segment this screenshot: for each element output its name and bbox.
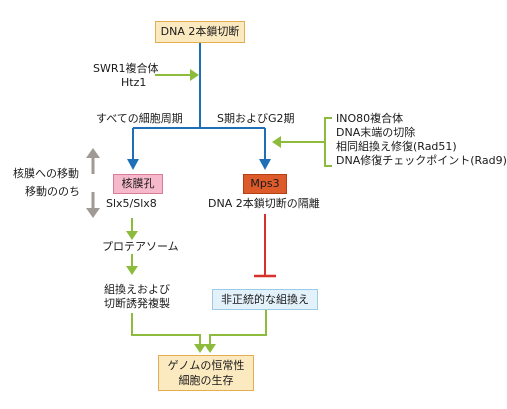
recomb-to-outcome (131, 313, 201, 345)
green-arrows (131, 74, 325, 345)
noncanonical-to-outcome (209, 310, 267, 345)
nuclear-pore-box: 核膜孔 (113, 174, 163, 194)
blue-arrowhead-left (127, 159, 139, 170)
outcome-arrowhead-left (194, 344, 206, 353)
move-to-label: 核膜への移動 (13, 167, 79, 180)
ino80-line2: DNA末端の切除 (336, 126, 416, 139)
ino80-arrowhead (272, 136, 281, 148)
swr1-arrowhead (190, 69, 199, 81)
blue-arrowhead-right (259, 159, 271, 170)
dsb-label: DNA 2本鎖切断 (160, 25, 240, 38)
outcome-box: ゲノムの恒常性 細胞の生存 (158, 355, 254, 391)
ino80-line1: INO80複合体 (336, 112, 404, 125)
outcome-line2: 細胞の生存 (178, 374, 234, 387)
noncanonical-label: 非正統的な組換え (221, 293, 309, 306)
outcome-line1: ゲノムの恒常性 (167, 359, 245, 372)
mps3-box: Mps3 (243, 174, 287, 194)
proteasome-label: プロテアソーム (102, 240, 179, 253)
ino80-line4: DNA修復チェックポイント(Rad9) (336, 154, 507, 167)
recomb-line1: 組換えおよび (104, 283, 170, 296)
swr1-line1: SWR1複合体 (93, 62, 159, 75)
move-after-label: 移動ののち (25, 185, 80, 198)
proteasome-arrowhead (126, 231, 138, 240)
nuclear-pore-label: 核膜孔 (121, 177, 155, 190)
recomb-arrowhead (126, 266, 138, 275)
dsb-box: DNA 2本鎖切断 (155, 21, 245, 43)
ino80-line3: 相同組換え修復(Rad51) (336, 140, 457, 153)
all-phases-label: すべての細胞周期 (96, 112, 183, 125)
slx-label: Slx5/Slx8 (106, 197, 157, 210)
swr1-label: SWR1複合体 Htz1 (93, 62, 159, 90)
mps3-label: Mps3 (250, 177, 280, 190)
gray-up-arrowhead (86, 148, 100, 158)
noncanonical-box: 非正統的な組換え (212, 289, 318, 310)
outcome-arrowhead-right (204, 344, 216, 353)
recomb-label: 組換えおよび 切断誘発複製 (104, 283, 170, 311)
ino80-label: INO80複合体 DNA末端の切除 相同組換え修復(Rad51) DNA修復チェ… (336, 112, 507, 168)
ino80-bracket (324, 117, 332, 167)
s-g2-label: S期およびG2期 (217, 112, 295, 125)
recomb-line2: 切断誘発複製 (104, 297, 170, 310)
gray-down-arrowhead (86, 208, 100, 218)
blue-arrows (132, 43, 266, 160)
swr1-line2: Htz1 (121, 76, 147, 89)
sequester-label: DNA 2本鎖切断の隔離 (208, 197, 320, 210)
